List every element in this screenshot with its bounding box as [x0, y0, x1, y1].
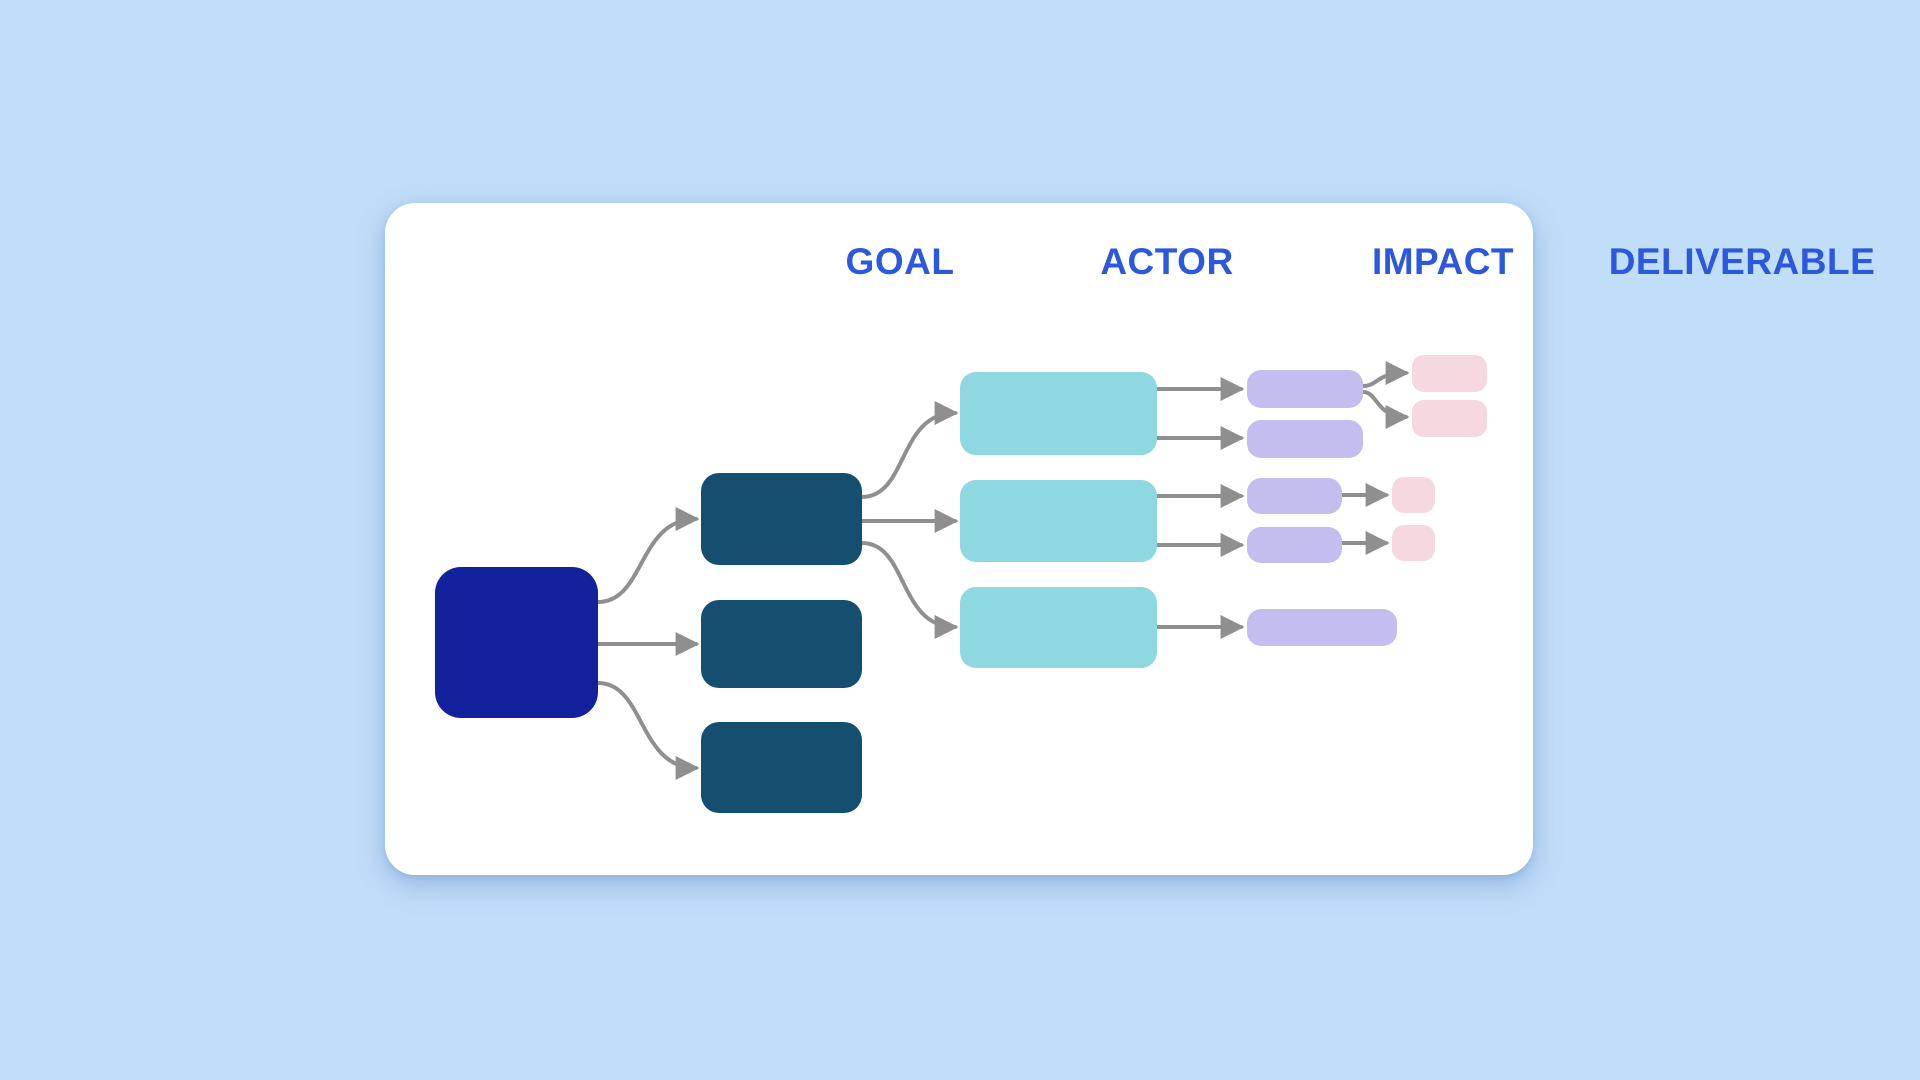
impact-node-2 — [960, 480, 1157, 562]
connector-actor-1-impact-1 — [860, 401, 959, 499]
connector-deliv-1-pink-2 — [1361, 390, 1410, 429]
actor-node-3 — [701, 722, 862, 813]
sub-deliverable-node-2 — [1412, 400, 1487, 437]
actor-node-2 — [701, 600, 862, 688]
connector-actor-1-impact-3 — [860, 541, 959, 639]
column-header-deliverable: DELIVERABLE — [1608, 241, 1876, 282]
impact-node-3 — [960, 587, 1157, 668]
column-header-goal: GOAL — [845, 241, 955, 282]
deliverable-node-1 — [1247, 370, 1363, 408]
actor-node-1 — [701, 473, 862, 565]
goal-node — [435, 567, 598, 718]
column-header-actor: ACTOR — [1100, 241, 1234, 282]
deliverable-node-2 — [1247, 420, 1363, 458]
connector-deliv-1-pink-1 — [1361, 361, 1410, 388]
impact-map-card: GOAL ACTOR IMPACT DELIVERABLE — [385, 203, 1875, 875]
sub-deliverable-node-4 — [1392, 525, 1435, 561]
connector-goal-actor-1 — [596, 507, 700, 604]
deliverable-node-5 — [1247, 609, 1397, 646]
impact-node-1 — [960, 372, 1157, 455]
sub-deliverable-node-1 — [1412, 355, 1487, 392]
connector-goal-actor-3 — [596, 681, 700, 780]
deliverable-node-4 — [1247, 527, 1342, 563]
column-header-impact: IMPACT — [1371, 241, 1515, 282]
deliverable-node-3 — [1247, 478, 1342, 514]
sub-deliverable-node-3 — [1392, 477, 1435, 513]
connector-layer — [596, 361, 1410, 780]
